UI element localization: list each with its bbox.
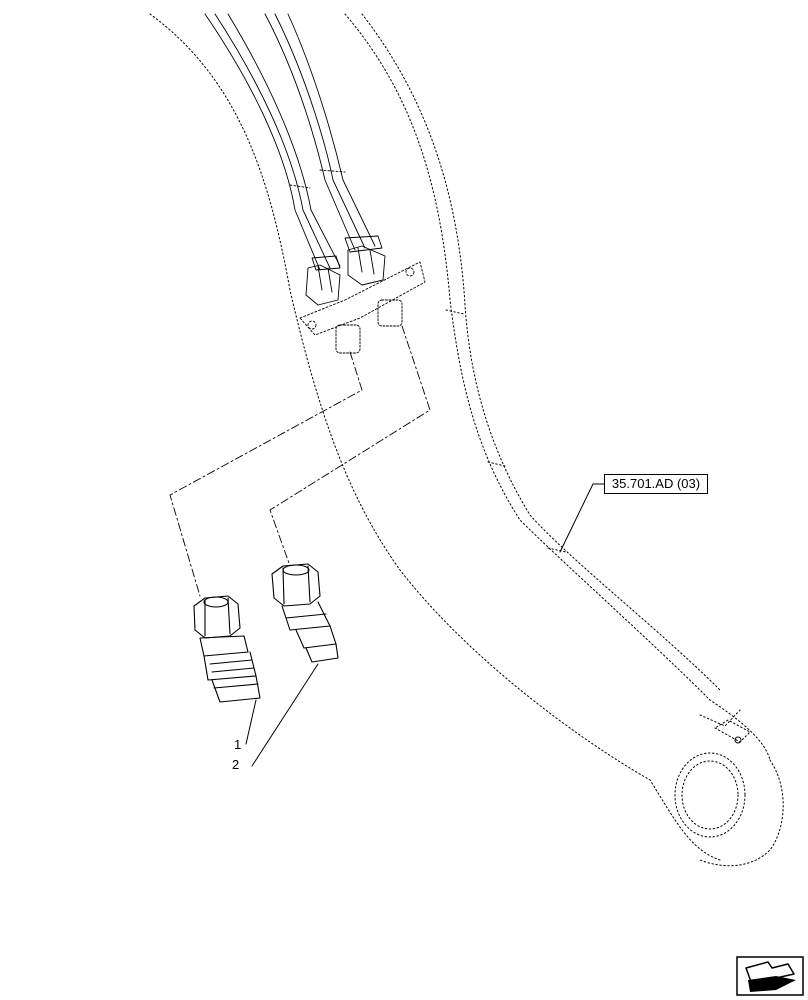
reference-leader xyxy=(559,483,605,553)
hose-fittings xyxy=(305,235,386,306)
bulkhead-bracket xyxy=(299,261,426,336)
boom-pivot-eye xyxy=(681,760,739,830)
boom-arm-outline xyxy=(149,13,784,867)
next-page-arrow-icon[interactable] xyxy=(736,956,804,996)
leader-centre-lines xyxy=(169,325,431,597)
item-label-2: 2 xyxy=(232,757,240,772)
item-label-1: 1 xyxy=(234,737,242,752)
reference-label[interactable]: 35.701.AD (03) xyxy=(604,474,708,494)
quick-coupler-female xyxy=(193,595,261,703)
quick-coupler-male xyxy=(271,563,339,663)
bulkhead-couplings xyxy=(335,299,403,354)
item-leaders xyxy=(245,663,319,767)
hydraulic-hoses xyxy=(204,13,376,271)
